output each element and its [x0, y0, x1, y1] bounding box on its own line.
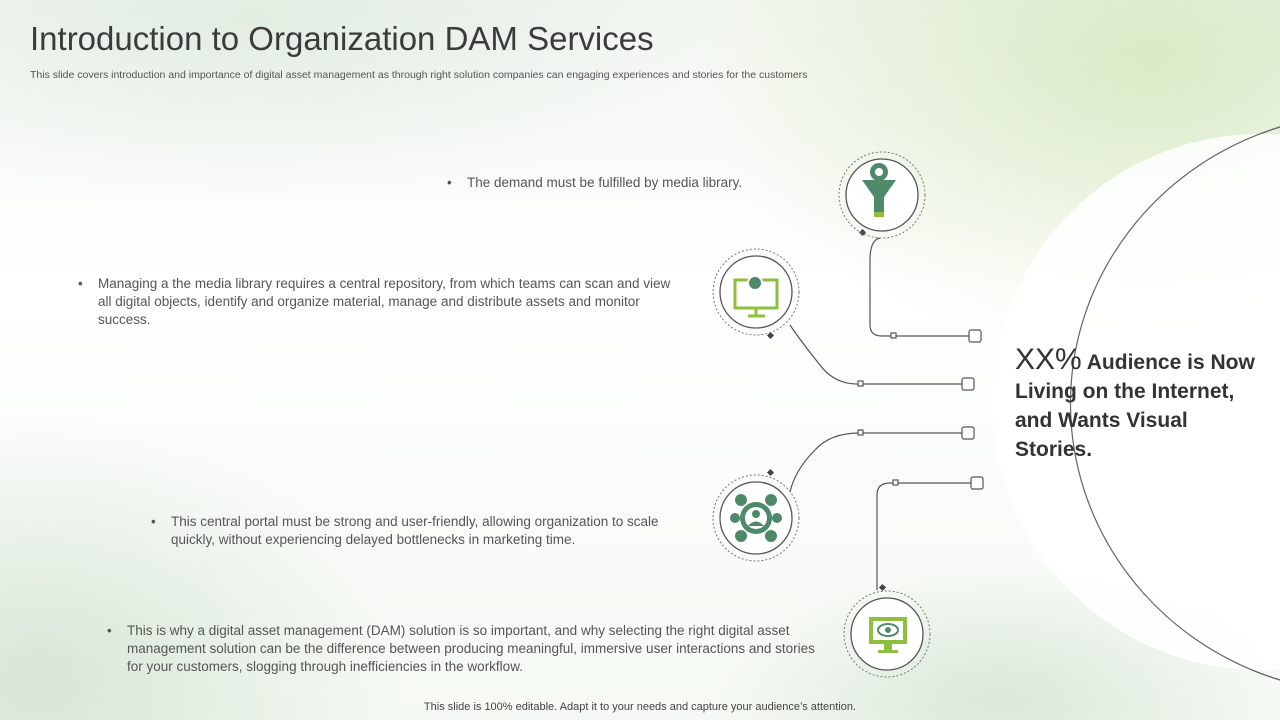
connector-1	[869, 237, 975, 337]
node-square-4	[970, 476, 984, 490]
bullet-1: • The demand must be fulfilled by media …	[447, 175, 743, 190]
monitor-eye-icon	[869, 617, 907, 653]
team-network-icon	[730, 494, 782, 542]
monitor-globe-icon	[733, 275, 779, 318]
node-square-3	[961, 426, 975, 440]
bullet-2: • Managing a the media library requires …	[78, 276, 671, 327]
page-subtitle: This slide covers introduction and impor…	[30, 69, 808, 81]
page-title: Introduction to Organization DAM Service…	[30, 20, 654, 57]
bullet-3: • This central portal must be strong and…	[151, 514, 659, 547]
connector-2	[789, 324, 968, 385]
stat-text: Audience is Now Living on the Internet, …	[1015, 351, 1255, 461]
node-square-2	[961, 377, 975, 391]
connector-3	[789, 432, 968, 493]
stat-callout: XX% Audience is Now Living on the Intern…	[1015, 345, 1265, 464]
white-disc	[992, 134, 1280, 670]
connector-4	[876, 482, 977, 590]
node-square-1	[968, 329, 982, 343]
stat-number: XX%	[1015, 343, 1082, 376]
footer-note: This slide is 100% editable. Adapt it to…	[423, 701, 857, 713]
bullet-4: • This is why a digital asset management…	[107, 623, 815, 674]
funnel-gear-icon	[862, 163, 896, 217]
